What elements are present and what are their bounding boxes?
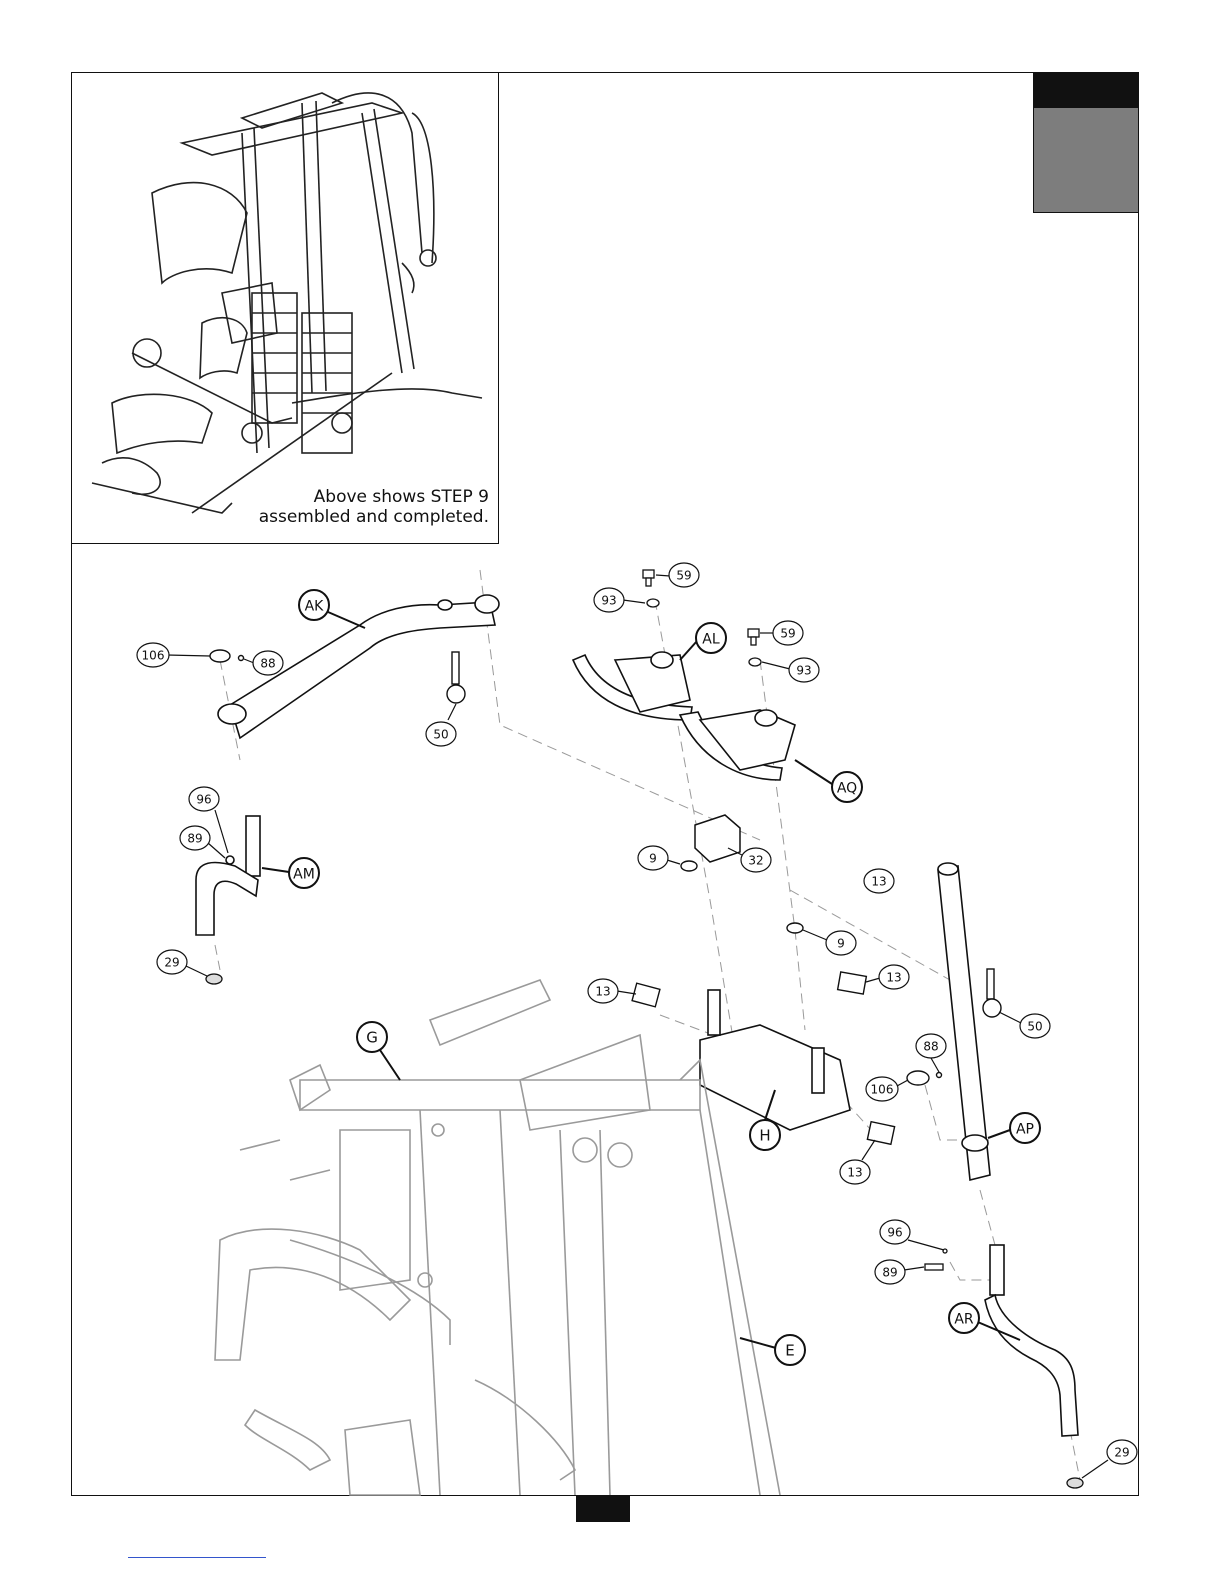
- part-29-cap-right: [1067, 1478, 1083, 1488]
- part-106-cap-right: [907, 1071, 942, 1085]
- part-number-9: 9: [837, 937, 845, 951]
- page-number-tab: [576, 1496, 630, 1522]
- part-H-frame: [700, 990, 850, 1130]
- part-9-washer-left: [681, 861, 697, 871]
- part-number-13: 13: [847, 1166, 862, 1180]
- part-letter-AR: AR: [954, 1312, 974, 1328]
- part-number-13: 13: [595, 985, 610, 999]
- part-number-9: 9: [649, 852, 657, 866]
- part-29-cap-left: [206, 974, 222, 984]
- part-number-13: 13: [871, 875, 886, 889]
- part-number-50: 50: [1027, 1020, 1042, 1034]
- part-AR-handle: [985, 1245, 1078, 1436]
- part-50-pin-right: [983, 969, 1001, 1017]
- part-number-93: 93: [601, 594, 616, 608]
- part-number-88: 88: [923, 1040, 938, 1054]
- footer-link-underline[interactable]: [128, 1557, 266, 1558]
- part-letter-AM: AM: [293, 867, 315, 883]
- part-number-96: 96: [196, 793, 211, 807]
- part-number-50: 50: [433, 728, 448, 742]
- part-number-13: 13: [886, 971, 901, 985]
- part-9-washer-right: [787, 923, 803, 933]
- part-number-88: 88: [260, 657, 275, 671]
- part-number-29: 29: [1114, 1446, 1129, 1460]
- part-number-59: 59: [676, 569, 691, 583]
- part-number-89: 89: [882, 1266, 897, 1280]
- part-letter-AP: AP: [1016, 1122, 1034, 1138]
- part-letter-H: H: [759, 1127, 770, 1145]
- part-number-106: 106: [871, 1083, 894, 1097]
- part-number-96: 96: [887, 1226, 902, 1240]
- part-AP-tube: [938, 863, 990, 1180]
- hardware-96-89-right: [925, 1249, 947, 1270]
- part-number-106: 106: [142, 649, 165, 663]
- part-letter-AL: AL: [702, 632, 720, 648]
- part-number-29: 29: [164, 956, 179, 970]
- part-AL-cam: [573, 652, 692, 720]
- part-number-59: 59: [780, 627, 795, 641]
- part-106-cap-left: [210, 650, 244, 662]
- part-number-32: 32: [748, 854, 763, 868]
- part-number-93: 93: [796, 664, 811, 678]
- part-letter-AK: AK: [305, 599, 325, 615]
- main-frame-background: [215, 980, 780, 1495]
- part-letter-E: E: [785, 1342, 794, 1360]
- part-number-89: 89: [187, 832, 202, 846]
- part-50-pin-left: [447, 652, 465, 703]
- part-letter-G: G: [366, 1029, 378, 1047]
- part-AQ-cam: [680, 710, 795, 780]
- part-32-block: [695, 815, 740, 862]
- part-letter-AQ: AQ: [837, 781, 857, 797]
